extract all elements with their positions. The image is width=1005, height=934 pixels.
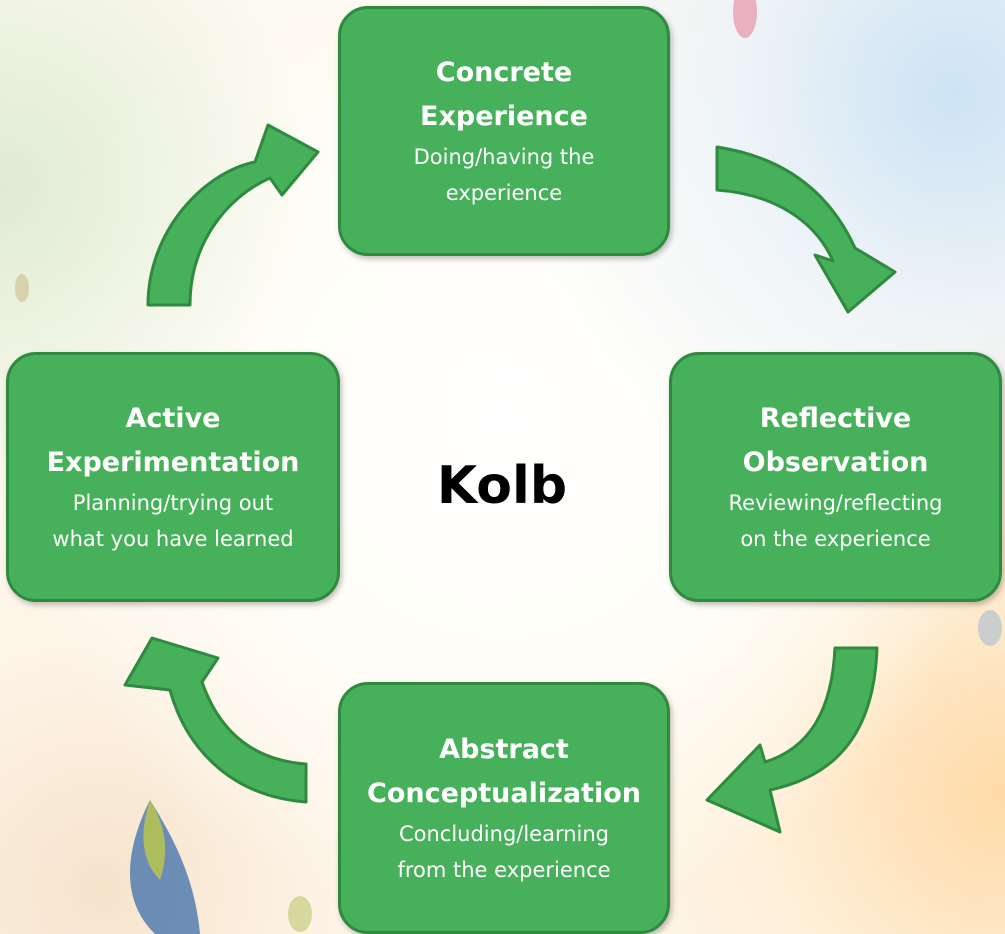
stage-active-experimentation: Active Experimentation Planning/trying o… [6, 352, 340, 602]
stage-description-line: from the experience [397, 858, 611, 882]
stage-reflective-observation: Reflective Observation Reviewing/reflect… [669, 352, 1002, 602]
stage-title-line: Active [125, 403, 221, 434]
arrow-active-to-concrete [146, 123, 320, 307]
arrow-abstract-to-active [123, 636, 308, 804]
stage-description-line: what you have learned [52, 527, 294, 551]
stage-title-line: Experience [420, 101, 588, 132]
stage-title-line: Observation [742, 447, 929, 478]
stage-title: Concrete Experience [420, 51, 588, 139]
stage-description-line: on the experience [740, 527, 931, 551]
stage-concrete-experience: Concrete Experience Doing/having the exp… [338, 6, 670, 256]
stage-title-line: Conceptualization [367, 778, 641, 809]
stage-title-line: Experimentation [46, 447, 300, 478]
stage-title-line: Abstract [439, 734, 569, 765]
stage-title-line: Reflective [759, 403, 912, 434]
stage-description-line: Reviewing/reflecting [728, 491, 943, 515]
stage-title: Abstract Conceptualization [367, 728, 641, 816]
stage-abstract-conceptualization: Abstract Conceptualization Concluding/le… [338, 682, 670, 934]
stage-description: Reviewing/reflecting on the experience [729, 485, 943, 557]
arrow-reflective-to-abstract [705, 646, 879, 834]
arrow-concrete-to-reflective [715, 145, 897, 314]
stage-title: Active Experimentation [47, 397, 300, 485]
stage-description: Concluding/learning from the experience [397, 816, 610, 888]
stage-title: Reflective Observation [743, 397, 929, 485]
cycle-center-label: Kolb [436, 456, 568, 516]
stage-description-line: experience [445, 181, 563, 205]
stage-description: Planning/trying out what you have learne… [52, 485, 293, 557]
stage-description: Doing/having the experience [414, 139, 595, 211]
stage-description-line: Doing/having the [413, 145, 595, 169]
stage-title-line: Concrete [435, 57, 573, 88]
stage-description-line: Concluding/learning [398, 822, 610, 846]
stage-description-line: Planning/trying out [72, 491, 274, 515]
